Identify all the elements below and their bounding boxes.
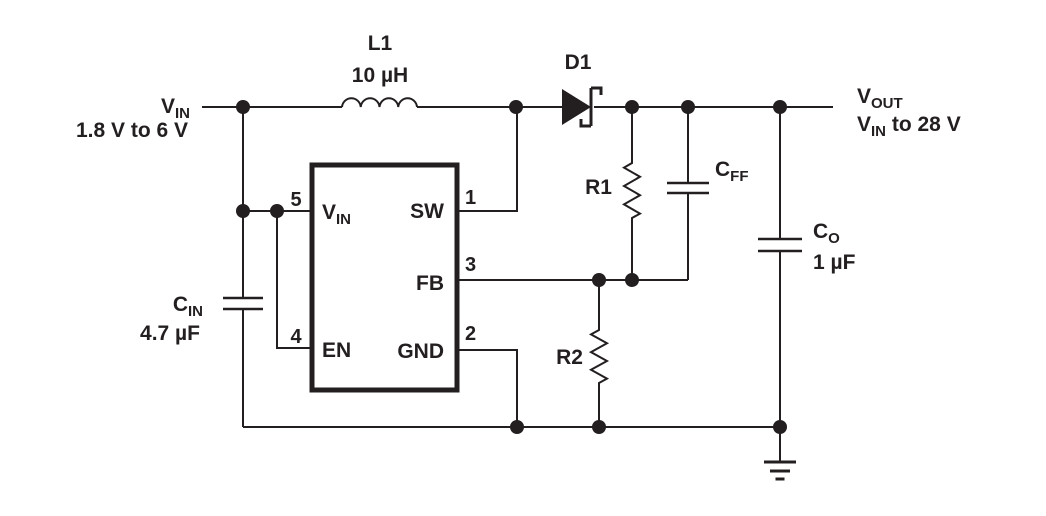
pin-number-2: 2 bbox=[465, 323, 476, 345]
junction-dot bbox=[270, 204, 284, 218]
junction-dot bbox=[773, 100, 787, 114]
junction-dot bbox=[509, 100, 523, 114]
capacitor-co bbox=[758, 107, 802, 427]
r1-ref-label: R1 bbox=[585, 176, 612, 199]
co-value-label: 1 µF bbox=[813, 251, 856, 274]
co-ref-label: CO bbox=[813, 220, 840, 247]
l1-value-label: 10 µH bbox=[352, 64, 408, 87]
ic-pin-fb-label: FB bbox=[416, 272, 444, 295]
diode-anode-triangle bbox=[562, 89, 591, 125]
resistor-r2 bbox=[588, 280, 610, 427]
ic-pin-gnd-label: GND bbox=[397, 340, 444, 363]
cin-value-label: 4.7 µF bbox=[140, 322, 200, 345]
junction-dot bbox=[625, 100, 639, 114]
capacitor-cin bbox=[223, 296, 263, 311]
wire-sw-branch bbox=[457, 107, 518, 212]
junction-dot bbox=[510, 420, 524, 434]
junction-dot bbox=[625, 273, 639, 287]
vout-range-label: VIN to 28 V bbox=[857, 113, 961, 140]
cin-plates bbox=[223, 296, 263, 311]
vout-label: VOUT bbox=[857, 85, 903, 112]
wire-gnd-branch bbox=[457, 349, 518, 427]
vin-range-label: 1.8 V to 6 V bbox=[76, 119, 188, 142]
pin-number-3: 3 bbox=[465, 254, 476, 276]
co-plates bbox=[758, 237, 802, 253]
junction-dot bbox=[592, 273, 606, 287]
junction-dot bbox=[773, 420, 787, 434]
pin-number-1: 1 bbox=[465, 187, 476, 209]
l1-ref-label: L1 bbox=[368, 32, 393, 55]
ic-pin-en-label: EN bbox=[322, 339, 351, 362]
wires bbox=[202, 106, 833, 428]
junction-dot bbox=[236, 100, 250, 114]
ic-pin-vin-label: VIN bbox=[322, 201, 351, 228]
cin-ref-label: CIN bbox=[173, 293, 203, 320]
ground-symbol bbox=[764, 427, 796, 481]
diode-schottky-hooks bbox=[579, 86, 603, 128]
cff-plates bbox=[667, 181, 709, 195]
pin-number-5: 5 bbox=[290, 189, 301, 211]
junction-dot bbox=[681, 100, 695, 114]
junction-dots bbox=[236, 100, 787, 434]
cff-ref-label: CFF bbox=[715, 158, 749, 185]
junction-dot bbox=[236, 204, 250, 218]
ic-box bbox=[309, 162, 460, 393]
resistor-r1 bbox=[621, 107, 643, 280]
d1-ref-label: D1 bbox=[565, 51, 592, 74]
inductor-l1 bbox=[341, 97, 418, 108]
r2-ref-label: R2 bbox=[556, 346, 583, 369]
capacitor-cff bbox=[667, 107, 709, 280]
ic-pin-sw-label: SW bbox=[410, 200, 444, 223]
junction-dot bbox=[592, 420, 606, 434]
diode-d1 bbox=[562, 86, 603, 128]
vin-label: VIN bbox=[161, 95, 190, 122]
wire-en-branch bbox=[276, 211, 312, 349]
ground-bars bbox=[764, 460, 796, 481]
pin-number-4: 4 bbox=[290, 326, 302, 348]
